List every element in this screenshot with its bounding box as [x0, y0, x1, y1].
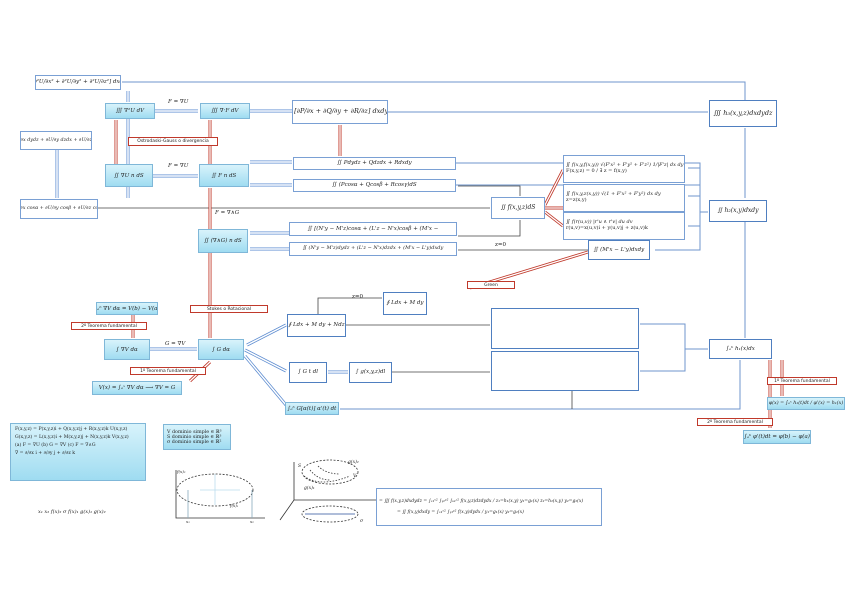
domain-sigma: σ dominio simple ∈ ℝ² — [167, 439, 222, 445]
solid-graph — [279, 459, 376, 523]
green-theorem-label: Green — [467, 281, 515, 289]
potential-function: V(x) = ∫ₐˣ ∇V dα ⟶ ∇V = G — [92, 381, 182, 395]
connector-line — [122, 81, 746, 100]
curl-cos-box: ∬ [(N'y − M'z)cosα + (L'z − N'x)cosβ + (… — [289, 222, 457, 236]
line-integral-2d-box: ∮ Ldx + M dy — [383, 292, 427, 315]
G-grad-label: G = ∇V — [165, 341, 186, 347]
G-line-integral: ∫ G dα — [198, 339, 244, 360]
phi-definition: φ(x) = ∫ₐˣ h₁(t)dt / φ'(x) = h₁(x) — [767, 397, 845, 410]
gradient-flux-cos-box: ∬ [∂U/∂x cosα + ∂U/∂y cosβ + ∂U/∂z cosγ]… — [20, 199, 98, 219]
def-nabla: ∇ = ∂/∂x i + ∂/∂y j + ∂/∂z k — [15, 451, 76, 456]
F-curl-label: F = ∇∧G — [215, 210, 240, 216]
green-rhs-box: ∬ (M'x − L'y)dxdy — [588, 240, 650, 260]
formula: ∬ f(x,y,z(x,y)) √(1 + F'x² + F'y²) dx dy — [566, 191, 661, 198]
second-fundamental-theorem-right-label: 2º Teorema fundamental — [697, 418, 773, 426]
F-grad-label-2: F = ∇U — [168, 163, 189, 169]
iterated-integrals-box: = ∭ f(x,y,z)dxdydz = ∫ₓ₁ˣ² ∫ᵧ₁ʸ² ∫ᵤ₁ᶻ² f… — [376, 488, 602, 526]
F-grad-label-1: F = ∇U — [168, 99, 189, 105]
graph-fx2: f(x)₂ — [177, 469, 186, 474]
h3-triple-integral-box: ∭ h₃(x,y,z)dxdydz — [709, 100, 777, 127]
graph-V: V — [353, 474, 357, 479]
graph-S: S — [298, 464, 302, 469]
triple-iterated: = ∭ f(x,y,z)dxdydz = ∫ₓ₁ˣ² ∫ᵧ₁ʸ² ∫ᵤ₁ᶻ² f… — [379, 499, 584, 505]
condition: z=z(x,y) — [566, 197, 587, 203]
flux-integral: ∬ F n dS — [199, 164, 249, 187]
surface-integral-box: ∬ f(x,y,z)dS — [491, 197, 545, 219]
double-iterated: = ∬ f(x,y)dxdy = ∫ₓ₁ˣ² ∫ᵧ₁ʸ² f(x,y)dydx … — [397, 509, 524, 515]
def-G: G(x,y,z) = L(x,y,z)i + M(x,y,z)j + N(x,y… — [15, 435, 129, 440]
flux-pqr-box: ∬ Pdydz + Qdzdx + Rdxdy — [293, 157, 456, 170]
z0-label-a: z=0 — [495, 242, 507, 248]
graph-gx1: g(x)₁ — [304, 486, 315, 491]
first-fundamental-theorem-label: 1º Teorema fundamental — [130, 367, 206, 375]
first-fundamental-theorem-right-label: 1º Teorema fundamental — [767, 377, 837, 385]
subscript-notes: x₁ x₂ f(x)₂ σ f(x)₁ g(x)₁ g(x)₂ — [38, 509, 106, 515]
divergence-expanded-box: ∭ [∂P/∂x + ∂Q/∂y + ∂R/∂z] dxdydz — [292, 100, 388, 124]
graph-gx2: g(x)₂ — [348, 460, 359, 465]
line-integral-3d-box: ∮ Ldx + M dy + Ndz — [287, 314, 346, 337]
curl-pqr-box: ∬ (N'y − M'z)dydz + (L'z − N'x)dzdx + (M… — [289, 242, 457, 256]
stokes-theorem-label: Stokes o Rotacional — [190, 305, 268, 313]
gradient-fundamental-theorem: ∫ₐᵇ ∇V dα = V(b) − V(a) — [96, 302, 158, 315]
flux-cos-box: ∬ (Pcosα + Qcosβ + Rcosγ)dS — [293, 179, 456, 192]
scalar-line-box: ∫ g(x,y,z)dl — [349, 362, 392, 383]
barrow-rule: ∫ₐᵇ φ'(t)dt = φ(b) − φ(a) — [743, 430, 811, 444]
graph-x2: x₂ — [250, 519, 254, 524]
region-graph — [175, 470, 265, 519]
gradient-line-integral: ∫ ∇V dα — [104, 339, 150, 360]
divergence-volume-integral: ∭ ∇·F dV — [200, 103, 250, 119]
laplacian-volume-integral: ∭ ∇²U dV — [105, 103, 155, 119]
graph-sigma: σ — [360, 519, 364, 524]
h1-integral-box: ∫ₐᵇ h₁(x)dx — [709, 339, 772, 359]
formula: ∬ f(r(u,v)) |r'u ∧ r'v| du dv — [566, 219, 633, 226]
condition: F(x,y,z) = 0 / ∃ z = f(x,y) — [566, 168, 627, 174]
def-F: F(x,y,z) = P(x,y,z)i + Q(x,y,z)j + R(x,y… — [15, 427, 128, 432]
laplacian-volume-box: ∭ [∂²U/∂x² + ∂²U/∂y² + ∂²U/∂z²] dxdydz — [35, 75, 121, 90]
curl-flux-integral: ∬ (∇∧G) n dS — [198, 229, 248, 253]
h2-double-integral-box: ∬ h₂(x,y)dxdy — [709, 200, 767, 222]
second-fundamental-theorem-label: 2º Teorema fundamental — [71, 322, 147, 330]
gradient-flux-integral: ∬ ∇U n dS — [105, 164, 153, 187]
gauss-theorem-label: Ostrodaski-Gauss o divergencia — [128, 137, 218, 146]
surface-explicit-box: ∬ f(x,y,z(x,y)) √(1 + F'x² + F'y²) dx dy… — [563, 184, 685, 212]
G-tangent-line-box: ∫ G t dl — [289, 362, 327, 383]
condition: r(u,v)=x(u,v)i + y(u,v)j + z(u,v)k — [566, 225, 648, 231]
definitions-box: F(x,y,z) = P(x,y,z)i + Q(x,y,z)j + R(x,y… — [10, 423, 146, 481]
domains-box: V dominio simple ∈ ℝ³ S dominio simple ∈… — [163, 424, 231, 450]
graph-fx1: f(x)₁ — [230, 503, 239, 508]
z0-label-b: z=0 — [352, 294, 364, 300]
formula: ∬ f(x,y,f(x,y)) √(F'x² + F'y² + F'z²) 1/… — [566, 162, 684, 169]
empty-box-top — [491, 308, 639, 349]
def-cases: (a) F = ∇U (b) G = ∇V (c) F = ∇∧G — [15, 443, 96, 448]
parametric-line-integral: ∫ₐᵇ G[α(t)] α'(t) dt — [285, 402, 339, 415]
graph-x1: x₁ — [186, 519, 190, 524]
domain-V: V dominio simple ∈ ℝ³ — [167, 429, 222, 435]
domain-S: S dominio simple ∈ ℝ³ — [167, 434, 222, 440]
gradient-flux-expanded-box: ∬ ∂U/∂x dydz + ∂U/∂y dzdx + ∂U/∂z dxdy — [20, 131, 92, 150]
surface-implicit-box: ∬ f(x,y,f(x,y)) √(F'x² + F'y² + F'z²) 1/… — [563, 155, 685, 183]
empty-box-bottom — [491, 351, 639, 391]
